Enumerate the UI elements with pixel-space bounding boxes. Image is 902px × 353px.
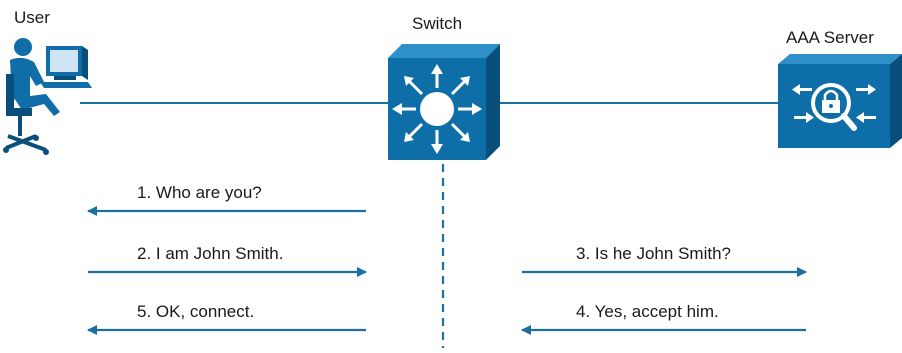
message-1-label: 1. Who are you? bbox=[137, 183, 262, 202]
message-2-label: 2. I am John Smith. bbox=[137, 244, 284, 263]
switch-icon bbox=[388, 44, 500, 160]
aaa-server-icon bbox=[778, 54, 902, 148]
user-label: User bbox=[14, 8, 50, 27]
message-5-label: 5. OK, connect. bbox=[137, 302, 255, 321]
message-4-label: 4. Yes, accept him. bbox=[576, 302, 719, 321]
user-workstation-icon bbox=[3, 38, 92, 155]
message-3-label: 3. Is he John Smith? bbox=[576, 244, 731, 263]
aaa-server-label: AAA Server bbox=[786, 28, 874, 47]
switch-label: Switch bbox=[412, 14, 463, 33]
